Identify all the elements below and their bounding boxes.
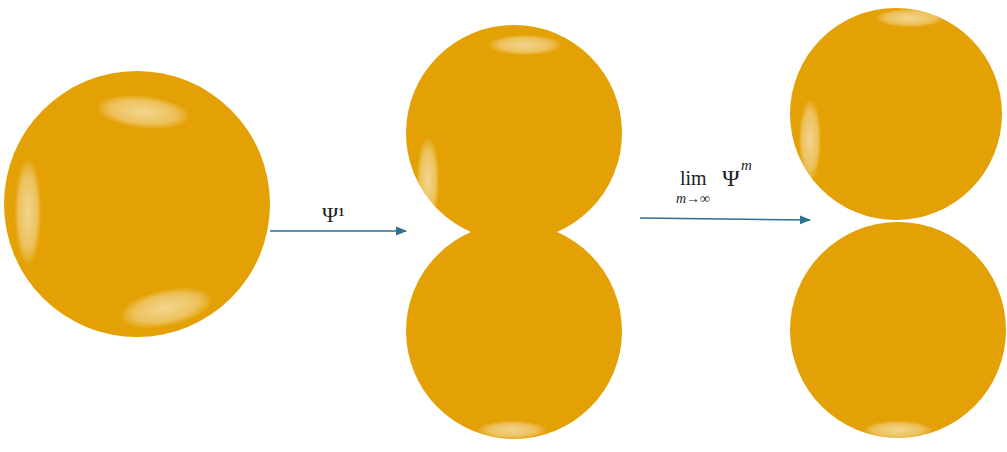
single-sphere (4, 71, 270, 337)
merged-spheres (406, 25, 622, 439)
operator-symbol: Ψ (722, 166, 740, 190)
limit-word: lim (680, 168, 707, 188)
limit-subscript: m→∞ (676, 192, 710, 206)
iteration-superscript: m (741, 158, 752, 173)
limit-arrow (640, 218, 810, 220)
separated-spheres (790, 8, 1006, 439)
transform-arrow (270, 230, 406, 232)
transform-label: Ψ¹ (322, 204, 345, 226)
